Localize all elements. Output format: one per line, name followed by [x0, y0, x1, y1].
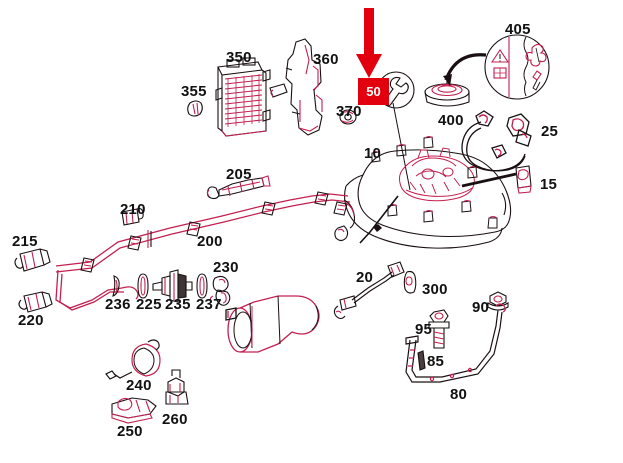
- callout-label-25: 25: [541, 123, 559, 140]
- part-405-warning-decal: [443, 34, 550, 100]
- callout-label-230: 230: [213, 259, 239, 276]
- part-205-line-connector: [206, 175, 271, 200]
- red-down-arrow-icon: [356, 8, 382, 78]
- callout-label-236: 236: [105, 296, 131, 313]
- callout-label-95: 95: [415, 321, 433, 338]
- callout-label-260: 260: [162, 411, 188, 428]
- callout-label-215: 215: [12, 233, 38, 250]
- part-85-spacer: [417, 350, 426, 371]
- part-235-fuel-filter: [152, 269, 193, 303]
- part-80-tank-strap: [405, 303, 506, 383]
- part-237-o-ring: [196, 273, 208, 299]
- callout-label-360: 360: [313, 51, 339, 68]
- part-20-filler-neck: [225, 295, 320, 353]
- callout-label-85: 85: [427, 353, 445, 370]
- part-250-mounting-clip: [111, 397, 157, 424]
- part-240-cable-tie: [105, 339, 161, 380]
- part-10-fuel-tank: [343, 136, 517, 249]
- part-225-seal-ring: [137, 273, 149, 299]
- highlight-box-50[interactable]: 50: [358, 78, 389, 105]
- highlight-label-text: 50: [366, 84, 381, 99]
- callout-label-15: 15: [540, 176, 558, 193]
- callout-label-370: 370: [336, 103, 362, 120]
- callout-label-210: 210: [120, 201, 146, 218]
- part-90-hex-nut: [487, 291, 509, 311]
- part-95-hex-bolt: [428, 309, 450, 349]
- part-210-line-clip: [121, 207, 144, 226]
- part-220-connector: [18, 291, 53, 313]
- part-350-fuel-cooler: [215, 57, 271, 137]
- part-15-tank-clip: [515, 165, 532, 194]
- icon-wrench-symbol: [377, 71, 415, 191]
- callout-label-250: 250: [117, 423, 143, 440]
- callout-label-355: 355: [181, 83, 207, 100]
- part-200-line-clips: [80, 191, 356, 273]
- part-355-grommet: [187, 100, 203, 117]
- callout-label-80: 80: [450, 386, 468, 403]
- part-360-bracket: [269, 38, 323, 136]
- part-400-filler-cap: [424, 76, 470, 107]
- callout-label-220: 220: [18, 312, 44, 329]
- part-20-vent-line: [333, 261, 405, 320]
- callout-label-400: 400: [438, 112, 464, 129]
- callout-label-90: 90: [472, 299, 490, 316]
- part-370-bushing: [339, 109, 357, 125]
- callout-label-237: 237: [196, 296, 222, 313]
- part-215-connector: [14, 248, 51, 272]
- part-230-valve: [209, 275, 231, 306]
- callout-label-235: 235: [165, 296, 191, 313]
- callout-label-20: 20: [356, 269, 374, 286]
- callout-label-300: 300: [422, 281, 448, 298]
- callout-label-240: 240: [126, 377, 152, 394]
- callout-label-350: 350: [226, 49, 252, 66]
- callout-label-200: 200: [197, 233, 223, 250]
- callout-label-405: 405: [505, 21, 531, 38]
- callout-label-225: 225: [136, 296, 162, 313]
- part-236-clamp: [112, 275, 120, 297]
- callout-label-205: 205: [226, 166, 252, 183]
- callout-label-10: 10: [364, 145, 382, 162]
- part-25-wiring-harness: [461, 110, 532, 172]
- part-260-bracket-clip: [165, 369, 189, 405]
- part-300-retainer-clip: [403, 270, 417, 294]
